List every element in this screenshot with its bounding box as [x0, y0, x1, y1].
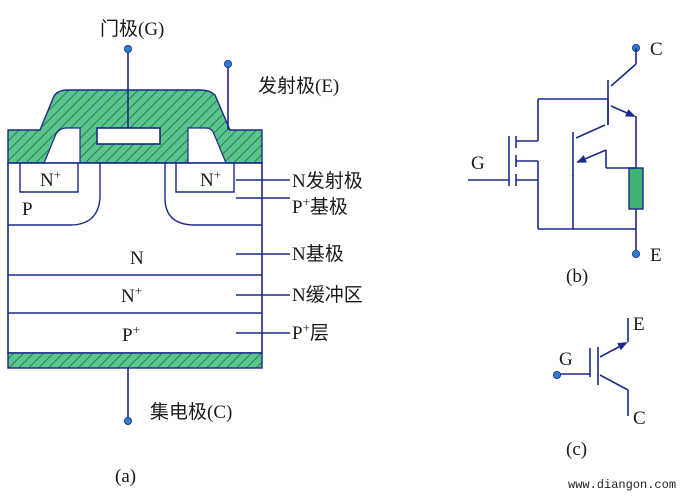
collector-label: 集电极(C)	[150, 401, 232, 423]
n-plus-buffer-label: N+	[121, 283, 142, 307]
n-plus-left-label: N+	[40, 167, 61, 191]
annot-n-buffer: N缓冲区	[292, 284, 363, 306]
c-emitter-arrow	[599, 342, 628, 358]
annot-p-plus-base: P+基极	[292, 194, 348, 218]
gate-label: 门极(G)	[100, 18, 164, 40]
c-collector-diag	[599, 374, 629, 391]
watermark: www.diangon.com	[568, 478, 676, 492]
gate-electrode	[96, 127, 161, 145]
n-plus-right-label: N+	[200, 167, 221, 191]
b-emitter-terminal-dot	[632, 249, 641, 258]
annot-n-emitter: N发射极	[292, 170, 363, 192]
annot-n-base: N基极	[292, 243, 344, 265]
p-region-label: P	[22, 199, 33, 220]
annot-p-plus-layer: P+层	[292, 320, 329, 344]
p-well-left	[8, 163, 101, 226]
b-collector-to-pnp	[610, 63, 637, 87]
emitter-terminal-dot	[223, 60, 232, 69]
b-npn-collector-diag	[575, 124, 606, 139]
figure-b-equivalent-circuit: C G E (b)	[468, 39, 663, 287]
p-plus-layer-label: P+	[122, 322, 140, 346]
figure-a-cross-section: 门极(G) 发射极(E) 集电极(C) N+ N+ P N N+ P+ N发射极…	[7, 18, 363, 487]
b-pnp-emitter-arrow	[610, 105, 636, 117]
n-plus-right-box	[175, 163, 235, 193]
silicon-body	[7, 162, 263, 354]
gate-oxide-metal-layer	[7, 89, 263, 164]
caption-a: (a)	[115, 466, 136, 487]
emitter-label: 发射极(E)	[258, 75, 339, 97]
c-gate-label: G	[559, 349, 573, 370]
b-gate-label: G	[471, 153, 485, 174]
contact-window-right	[187, 127, 227, 164]
c-gate-terminal-dot	[553, 370, 562, 379]
caption-b: (b)	[566, 266, 588, 287]
n-plus-left-box	[19, 163, 79, 193]
contact-window-left	[43, 127, 81, 164]
b-collector-label: C	[650, 39, 663, 60]
collector-terminal-dot	[124, 416, 133, 425]
b-emitter-label: E	[650, 245, 662, 266]
gate-terminal-dot	[124, 45, 133, 54]
caption-c: (c)	[566, 439, 587, 460]
p-well-right	[164, 163, 262, 226]
c-collector-label: C	[633, 408, 646, 429]
c-emitter-label: E	[633, 314, 645, 335]
b-resistor	[628, 167, 644, 210]
b-npn-emitter-arrow	[576, 149, 607, 163]
collector-metal-layer	[7, 352, 263, 369]
figure-c-igbt-symbol: E G C (c)	[553, 314, 646, 460]
n-base-label: N	[130, 248, 144, 269]
